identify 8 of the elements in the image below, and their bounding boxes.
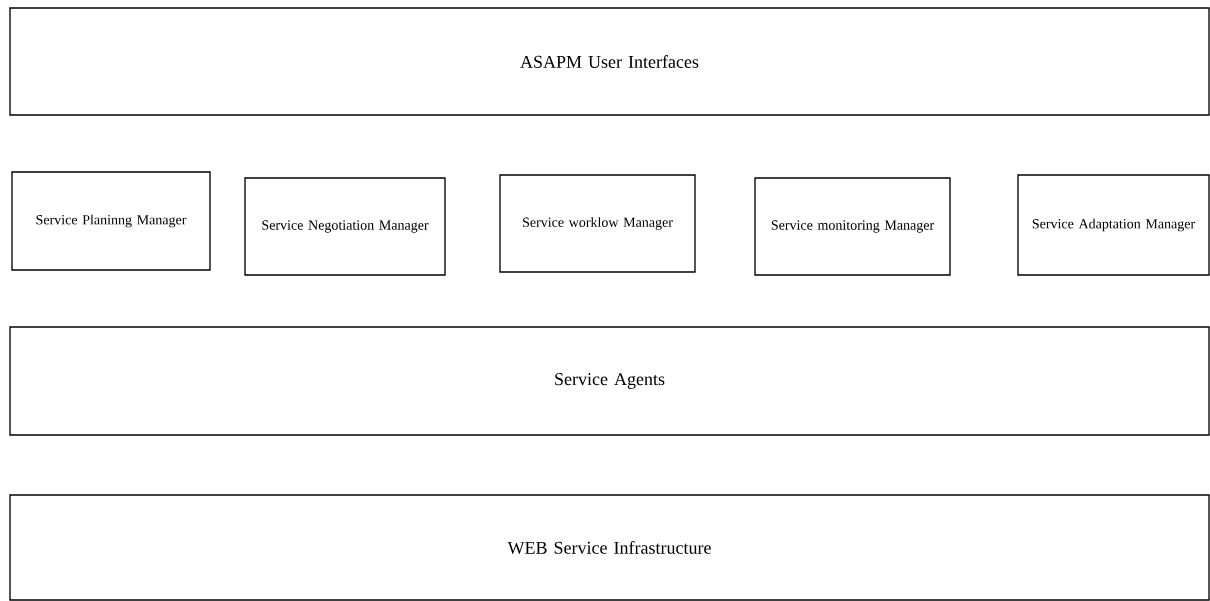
manager-box: Service monitoring Manager [754,177,951,276]
manager-box: Service Negotiation Manager [244,177,446,276]
manager-box: Service worklow Manager [499,174,696,273]
layer-box: Service Agents [9,326,1210,436]
manager-box: Service Adaptation Manager [1017,174,1210,276]
layer-box: WEB Service Infrastructure [9,494,1210,601]
manager-box: Service Planinng Manager [11,171,211,271]
layer-box: ASAPM User Interfaces [9,7,1210,116]
